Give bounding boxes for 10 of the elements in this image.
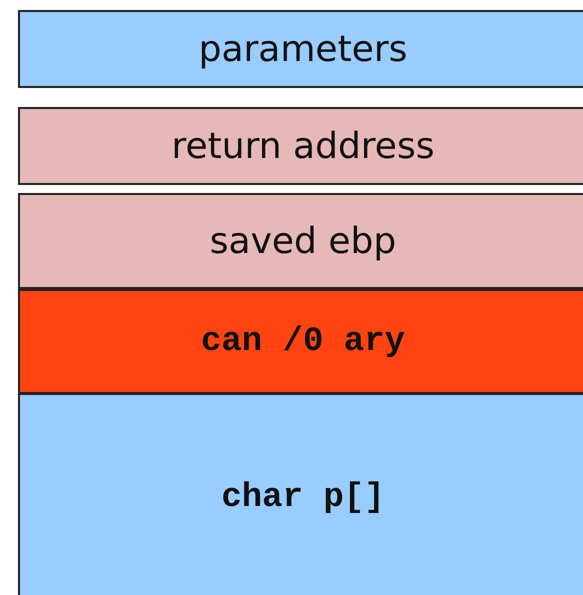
stack-block	[18, 107, 583, 185]
stack-block	[18, 193, 583, 289]
block-label: char p[]	[221, 479, 385, 517]
block-label: saved ebp	[210, 220, 396, 262]
block-label: parameters	[198, 28, 408, 70]
stack-block	[18, 393, 583, 595]
block-label: return address	[172, 126, 434, 166]
stack-block	[18, 289, 583, 394]
stack-block	[18, 10, 583, 88]
block-label: can /0 ary	[200, 322, 406, 360]
